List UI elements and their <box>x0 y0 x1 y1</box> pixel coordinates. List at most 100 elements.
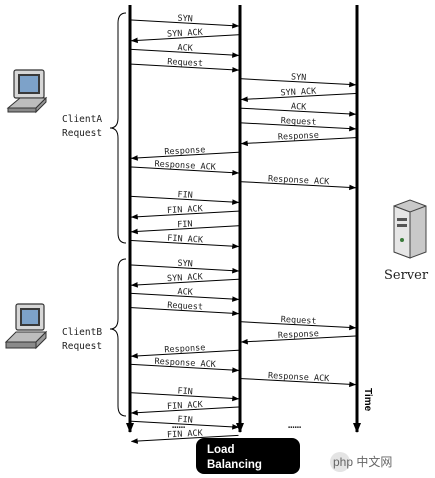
message-arrow <box>240 93 356 102</box>
message-arrow <box>131 166 240 176</box>
time-label: Time <box>362 388 373 412</box>
message-b-lb-response-ack: Response ACK <box>241 371 357 388</box>
message-b-response-ack: Response ACK <box>131 357 240 373</box>
message-label: FIN ACK <box>167 234 204 246</box>
message-b-fin-2: FIN <box>131 415 240 430</box>
message-arrow <box>130 151 239 161</box>
load-balancing-label-line1: Load <box>207 444 234 456</box>
message-label: Request <box>280 315 316 327</box>
message-label: FIN <box>177 190 193 201</box>
message-arrow <box>240 137 356 147</box>
message-label: SYN <box>177 14 193 25</box>
message-a-lb-ack: ACK <box>241 102 357 117</box>
message-arrow <box>130 34 239 44</box>
message-b-lb-request: Request <box>241 315 357 331</box>
message-arrow <box>131 48 240 58</box>
message-b-syn: SYN <box>131 259 240 274</box>
message-label: FIN <box>177 219 193 230</box>
message-a-syn: SYN <box>131 14 240 29</box>
message-a-lb-response: Response <box>130 145 239 161</box>
message-b-request: Request <box>131 301 240 317</box>
message-arrow <box>241 107 357 117</box>
message-label: FIN <box>177 386 193 397</box>
message-label: Response <box>164 343 205 355</box>
message-arrow <box>240 335 356 345</box>
message-b-fin-ack-2: FIN ACK <box>130 428 239 444</box>
message-label: ACK <box>177 287 194 298</box>
watermark: php 中文网 <box>330 452 392 472</box>
ellipsis-right: …… <box>288 418 302 431</box>
message-arrow <box>130 434 239 444</box>
message-label: ACK <box>177 43 194 54</box>
message-arrow <box>131 420 240 430</box>
message-arrow <box>131 363 240 373</box>
message-a-fin: FIN <box>131 190 240 205</box>
message-a-fin-ack: FIN ACK <box>130 204 239 220</box>
message-label: Response ACK <box>268 174 331 187</box>
message-label: SYN <box>291 72 307 83</box>
message-arrow <box>130 406 239 416</box>
message-label: Response ACK <box>154 357 217 370</box>
client-b-brace <box>109 258 127 417</box>
message-arrow <box>131 264 240 274</box>
message-b-lb-response: Response <box>130 343 239 359</box>
message-b-fin: FIN <box>131 386 240 402</box>
message-arrow <box>131 195 240 205</box>
message-label: SYN ACK <box>280 87 317 99</box>
message-label: ACK <box>291 102 308 113</box>
message-label: SYN ACK <box>167 272 204 284</box>
message-arrow <box>241 78 357 88</box>
message-arrow <box>241 378 357 388</box>
client-b-label-line1: ClientB <box>62 327 102 338</box>
client-a-label-line2: Request <box>62 128 102 139</box>
message-b-server-response: Response <box>240 329 356 345</box>
message-arrow <box>241 181 357 191</box>
message-label: SYN ACK <box>167 28 204 40</box>
message-b-ack: ACK <box>131 287 240 302</box>
message-label: Response ACK <box>268 371 331 384</box>
computer-icon <box>6 69 48 114</box>
client-a-label-line1: ClientA <box>62 114 102 125</box>
message-label: Request <box>167 57 203 69</box>
message-label: Request <box>280 116 316 128</box>
load-balancing-badge: Load Balancing <box>196 438 300 474</box>
message-arrow <box>131 240 240 249</box>
message-a-syn-ack: SYN ACK <box>130 28 239 44</box>
message-b-syn-ack: SYN ACK <box>130 272 239 288</box>
server-icon <box>393 199 427 259</box>
message-a-request: Request <box>131 57 240 73</box>
message-arrow <box>130 278 239 288</box>
message-label: FIN ACK <box>167 400 204 412</box>
watermark-text: php 中文网 <box>333 454 392 469</box>
message-arrow <box>131 392 240 402</box>
message-arrow <box>131 63 240 73</box>
message-a-fin-2: FIN <box>130 219 239 235</box>
client-b-label-line2: Request <box>62 341 102 352</box>
message-label: FIN ACK <box>167 428 204 440</box>
message-a-lb-syn: SYN <box>241 72 357 88</box>
message-arrow <box>130 349 239 359</box>
message-a-lb-request: Request <box>241 116 357 132</box>
computer-icon <box>4 303 48 350</box>
message-label: FIN ACK <box>167 204 204 216</box>
load-balancing-label-line2: Balancing <box>207 459 262 471</box>
message-b-fin-ack: FIN ACK <box>130 400 239 416</box>
message-arrow <box>131 307 240 317</box>
message-a-fin-ack-2: FIN ACK <box>131 234 240 249</box>
message-label: Request <box>167 301 203 313</box>
message-label: Response <box>278 131 319 143</box>
message-label: FIN <box>177 415 193 426</box>
message-arrow <box>131 292 240 302</box>
server-label: Server <box>384 268 429 283</box>
message-a-server-response: Response <box>240 131 356 147</box>
client-a-brace <box>109 12 127 244</box>
message-label: Response <box>164 145 205 157</box>
message-label: Response <box>278 329 319 341</box>
message-arrow <box>131 19 240 29</box>
message-label: Response ACK <box>154 159 217 172</box>
ellipsis-left: …… <box>172 418 186 431</box>
message-arrow <box>130 225 239 235</box>
message-label: SYN <box>177 259 193 270</box>
